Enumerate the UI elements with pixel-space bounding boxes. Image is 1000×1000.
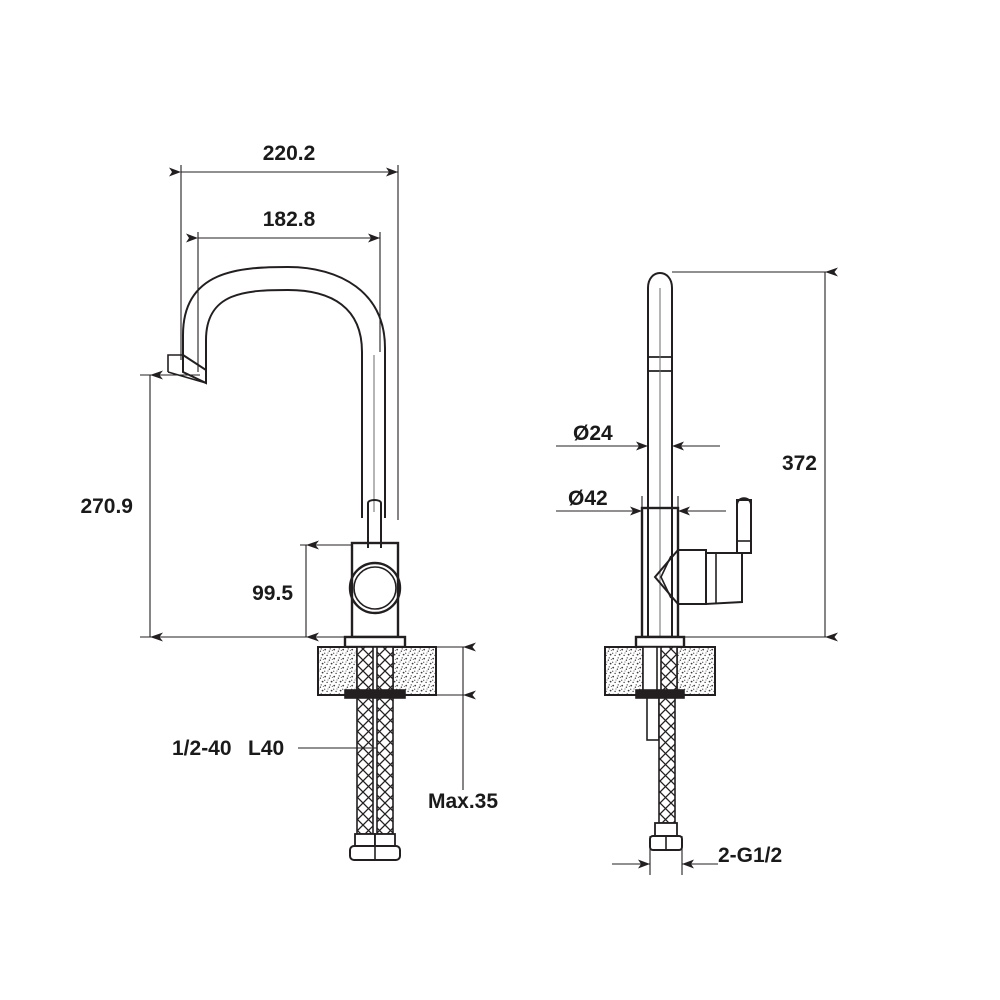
label-supply-thread: 2-G1/2 [718,844,782,867]
label-shank-thread: 1/2-40 [172,737,232,760]
label-counter-thickness: Max.35 [428,790,498,813]
dim-total-height [672,267,838,642]
label-handle-height: 99.5 [252,582,293,605]
countertop-side [604,646,716,696]
label-spout-reach-overall: 220.2 [263,142,316,165]
dim-body-diameter [556,496,726,525]
dim-spout-height [140,370,340,642]
threaded-shank-front [344,646,406,861]
label-spout-diameter: Ø24 [573,422,613,445]
dim-handle-height [300,540,352,642]
label-spout-height: 270.9 [80,495,133,518]
threaded-shank-side [635,646,685,851]
side-view [604,272,752,851]
dimension-lines [140,165,838,875]
label-shank-length: L40 [248,737,284,760]
spout-gooseneck [167,265,386,518]
dim-supply-thread [612,836,718,875]
dim-spout-reach-inner [186,232,381,372]
dimension-labels: 220.2 182.8 270.9 99.5 372 Ø24 Ø42 1/2-4… [80,142,817,867]
faucet-body [343,499,407,649]
label-body-diameter: Ø42 [568,487,608,510]
faucet-body-side [634,497,752,649]
spout-side [647,272,673,637]
front-view [167,265,437,861]
dim-spout-diameter [556,430,720,460]
label-total-height: 372 [782,452,817,475]
dim-spout-reach-overall [169,165,399,520]
dim-counter-thickness [436,642,476,790]
label-spout-reach-inner: 182.8 [263,208,316,231]
